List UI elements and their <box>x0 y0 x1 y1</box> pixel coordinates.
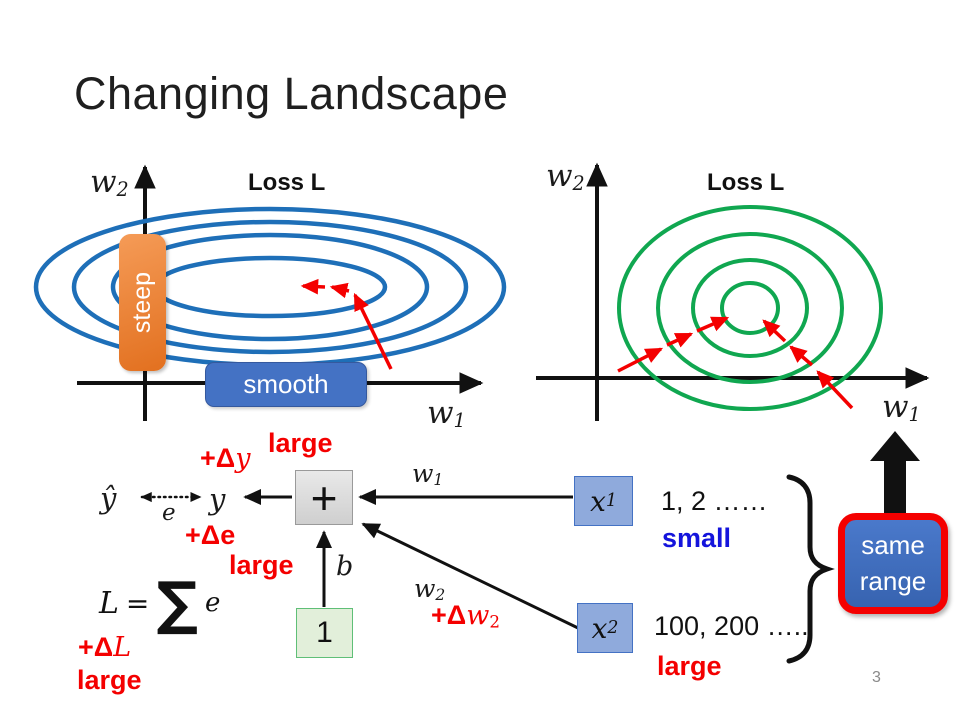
right-x-axis-label: w1 <box>882 389 921 426</box>
axis-subscript: 1 <box>453 409 466 433</box>
delta-var: e <box>220 520 236 550</box>
axis-letter: w <box>427 395 454 431</box>
sigma-symbol: ∑ <box>156 568 199 637</box>
contour-circle <box>691 258 809 358</box>
curly-brace <box>786 474 835 664</box>
plus-symbol: + <box>310 471 338 524</box>
right-loss-label: Loss L <box>707 169 785 196</box>
gradient-arrow <box>353 292 393 370</box>
gradient-arrow <box>300 278 326 295</box>
axis-subscript: 2 <box>116 178 129 202</box>
page-number: 3 <box>872 669 881 686</box>
left-gradient-path <box>300 278 393 370</box>
error-symbol: e <box>162 500 176 526</box>
gradient-arrow <box>696 316 730 333</box>
axis-letter: w <box>882 389 909 425</box>
gradient-arrow <box>816 370 854 410</box>
delta-var: L <box>113 632 132 663</box>
x1-size-note: small <box>662 523 732 553</box>
equals-sign: = <box>125 586 150 620</box>
delta-var: y <box>235 443 251 474</box>
axis-subscript: 1 <box>908 403 921 427</box>
x2-size-note: large <box>657 651 722 681</box>
x2-values: 100, 200 ….. <box>654 611 809 641</box>
w2-weight-label: w2 <box>414 574 445 604</box>
left-x-axis-label: w1 <box>427 395 466 432</box>
contour-ellipse <box>71 219 469 355</box>
bias-symbol: b <box>336 551 354 582</box>
same-range-line2: range <box>859 565 927 596</box>
right-plot-contours <box>617 205 883 411</box>
bias-value: 1 <box>316 616 333 649</box>
gradient-arrow <box>666 332 694 348</box>
page-title: Changing Landscape <box>74 68 509 119</box>
output-symbol: y <box>209 482 226 516</box>
same-range-callout: same range <box>838 513 948 614</box>
gradient-arrow <box>762 319 787 343</box>
axis-letter: w <box>90 164 117 200</box>
delta-var: w <box>466 600 490 631</box>
delta-y-annotation: +Δy <box>200 443 250 474</box>
bias-input-node: 1 <box>296 608 353 658</box>
weight-letter: w <box>414 574 436 603</box>
thick-up-arrow <box>870 431 920 516</box>
gradient-arrow <box>329 282 350 299</box>
delta-L-annotation: +ΔL <box>78 632 131 663</box>
weight-subscript: 1 <box>433 471 444 490</box>
smooth-label: smooth <box>243 369 329 399</box>
delta-subscript: 2 <box>489 611 500 632</box>
sum-node: + <box>295 470 353 525</box>
large-annotation-L: large <box>77 665 142 695</box>
contour-ellipse <box>152 255 388 319</box>
x1-values: 1, 2 …… <box>661 486 768 516</box>
large-annotation-e: large <box>229 550 294 580</box>
input-subscript: 1 <box>605 491 617 511</box>
contour-circle <box>656 232 844 384</box>
left-plot-contours <box>33 206 507 368</box>
weight-subscript: 2 <box>435 586 446 605</box>
contour-ellipse <box>33 206 507 368</box>
loss-equation: L = ∑ e <box>99 567 220 639</box>
w1-weight-label: w1 <box>412 459 443 489</box>
right-plot-axes <box>536 162 930 421</box>
smooth-callout: smooth <box>205 362 367 407</box>
delta-prefix: +Δ <box>185 520 221 550</box>
contour-circle <box>617 205 883 411</box>
loss-symbol: L <box>99 585 119 621</box>
axis-subscript: 2 <box>572 172 585 196</box>
gradient-arrow <box>789 345 814 367</box>
left-y-axis-label: w2 <box>90 164 129 201</box>
axis-letter: w <box>546 158 573 194</box>
delta-e-annotation: +Δe <box>185 520 235 551</box>
x2-to-sum-arrow <box>361 522 579 630</box>
same-range-line1: same <box>861 530 925 561</box>
contour-ellipse <box>110 232 430 342</box>
delta-prefix: +Δ <box>78 632 114 662</box>
input-letter: x <box>591 611 608 645</box>
delta-prefix: +Δ <box>431 600 467 630</box>
left-loss-label: Loss L <box>248 169 326 196</box>
network-connectors <box>140 488 579 630</box>
gradient-arrow <box>617 347 664 373</box>
target-symbol: ŷ <box>100 481 117 515</box>
input-letter: x <box>590 484 606 518</box>
right-y-axis-label: w2 <box>546 158 585 195</box>
input-subscript: 2 <box>607 618 619 638</box>
right-gradient-path <box>617 316 854 410</box>
large-annotation-y: large <box>268 428 333 458</box>
steep-label: steep <box>128 271 157 334</box>
weight-letter: w <box>412 459 434 488</box>
contour-circle <box>720 281 780 335</box>
delta-prefix: +Δ <box>200 443 236 473</box>
error-term: e <box>205 588 221 618</box>
steep-callout: steep <box>119 234 166 371</box>
delta-w2-annotation: +Δw2 <box>431 600 500 632</box>
